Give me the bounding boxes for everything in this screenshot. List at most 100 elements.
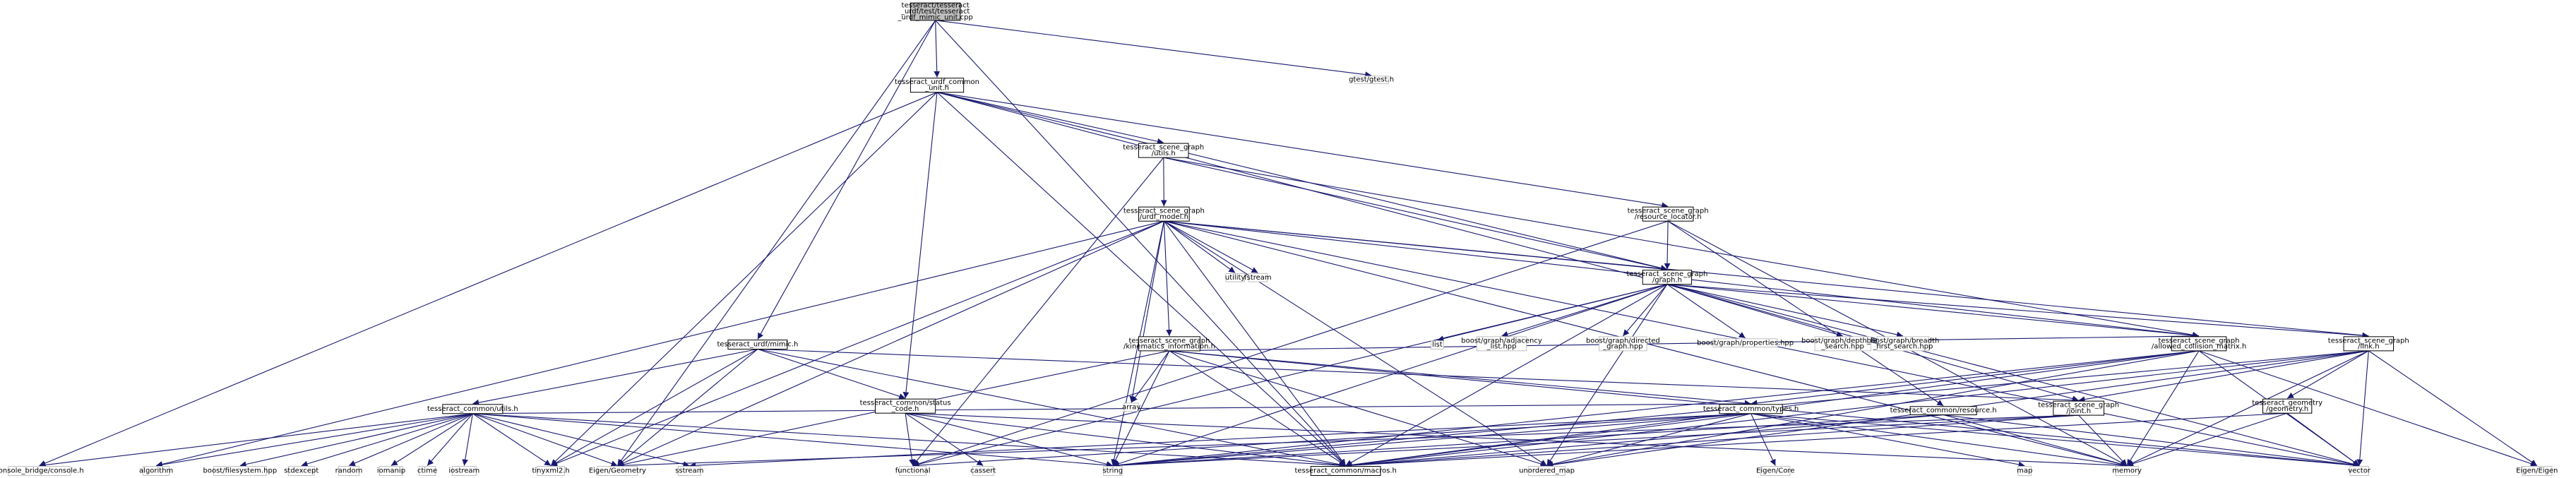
node-bg-properties: boost/graph/properties.hpp	[1697, 338, 1794, 348]
edge-common_utils-to-algorithm	[156, 413, 473, 468]
node-label: random	[335, 467, 363, 475]
node-sg-urdf-model[interactable]: tesseract_scene_graph/urdf_model.h	[1123, 206, 1205, 222]
node-box	[972, 466, 994, 476]
node-label: array	[1122, 404, 1140, 412]
node-box	[1225, 273, 1245, 282]
node-box	[1712, 338, 1778, 348]
node-label: tesseract_scene_graph	[1123, 144, 1204, 152]
node-box	[418, 466, 436, 476]
node-ctime: ctime	[417, 466, 437, 476]
node-common-resource[interactable]: tesseract_common/resource.h	[1890, 406, 1997, 416]
node-box	[1103, 466, 1123, 476]
node-label: /joint.h	[2066, 407, 2091, 415]
node-label: ctime	[417, 467, 437, 475]
edge-common_unit-to-common_macros	[936, 92, 1347, 466]
edge-common_utils-to-string	[472, 413, 1113, 469]
node-gtest: gtest/gtest.h	[1349, 76, 1394, 84]
edge-sg_graph-to-bg_properties	[1666, 284, 1746, 339]
node-box	[1431, 340, 1444, 350]
node-box	[727, 340, 788, 350]
edge-common_utils-to-ctime	[427, 413, 473, 466]
node-label: tinyxml2.h	[532, 467, 569, 475]
node-label: tesseract/tesseract	[902, 2, 970, 10]
node-sg-joint[interactable]: tesseract_scene_graph/joint.h	[2038, 400, 2119, 416]
edge-root-to-eigen_geometry	[616, 20, 936, 466]
node-common-unit[interactable]: tesseract_urdf_common_unit.h	[895, 78, 979, 93]
node-box	[213, 466, 267, 476]
node-sg-utils[interactable]: tesseract_scene_graph/utils.h	[1123, 143, 1204, 158]
node-label: tesseract_common/resource.h	[1890, 407, 1997, 414]
node-label: unordered_map	[1519, 467, 1575, 475]
node-root[interactable]: tesseract/tesseract_urdf/test/tesseract_…	[897, 2, 972, 22]
node-common-types[interactable]: tesseract_common/types.h	[1703, 404, 1799, 414]
edge-sg_urdf_model-to-unordered_map	[1164, 220, 1547, 466]
node-label: /utils.h	[1152, 150, 1176, 157]
node-boost-fs: boost/filesystem.hpp	[203, 466, 277, 476]
edge-sg_graph-to-sg_acm	[1666, 284, 2200, 339]
node-label: utility	[1225, 274, 1246, 282]
node-label: tesseract_scene_graph	[1123, 208, 1205, 215]
edge-sg_resource_locator-to-functional	[912, 220, 1669, 467]
node-iomanip: iomanip	[377, 466, 405, 476]
node-label: boost/filesystem.hpp	[203, 467, 277, 475]
node-label: /allowed_collision_matrix.h	[2152, 343, 2246, 351]
node-label: /resource_locator.h	[1635, 213, 1702, 221]
edge-geom_geometry-to-memory	[2126, 412, 2288, 467]
node-label: sstream	[675, 467, 703, 475]
edge-common_utils-to-iomanip	[390, 413, 473, 466]
node-box	[1138, 143, 1189, 158]
node-box	[1642, 270, 1693, 285]
node-label: _unit.h	[924, 84, 949, 92]
node-label: iostream	[448, 467, 479, 475]
node-box	[874, 398, 936, 414]
node-urdf-mimic[interactable]: tesseract_urdf/mimic.h	[717, 340, 799, 350]
edge-common_status-to-common_macros	[905, 412, 1346, 468]
node-box	[2349, 466, 2369, 476]
node-label: tesseract_scene_graph	[1628, 208, 1709, 215]
node-sstream: sstream	[675, 466, 703, 476]
edge-sg_utils-to-sg_graph	[1163, 157, 1668, 272]
node-sg-kin-info[interactable]: tesseract_scene_graph/kinematics_informa…	[1123, 336, 1215, 352]
node-box	[1814, 336, 1871, 352]
node-label: _graph.hpp	[1602, 343, 1642, 351]
node-box	[379, 466, 403, 476]
edge-sg_utils-to-sg_acm	[1163, 157, 2200, 338]
node-array: array	[1122, 402, 1140, 412]
node-sg-link[interactable]: tesseract_scene_graph/link.h	[2328, 336, 2409, 352]
node-label: tesseract_common/macros.h	[1294, 467, 1396, 475]
node-box	[1528, 466, 1566, 476]
node-console-bridge: console_bridge/console.h	[0, 466, 84, 476]
edge-root-to-common_macros	[935, 20, 1347, 466]
node-geom-geometry[interactable]: tesseract_geometry/geometry.h	[2252, 398, 2322, 414]
node-sg-resource-locator[interactable]: tesseract_scene_graph/resource_locator.h	[1628, 206, 1709, 222]
node-box	[677, 466, 701, 476]
edge-common_resource-to-string	[1112, 414, 1944, 469]
edge-sg_acm-to-common_types	[1751, 350, 2200, 407]
node-label: vector	[2348, 467, 2371, 475]
edge-urdf_mimic-to-common_utils	[472, 348, 758, 406]
node-label: Eigen/Core	[1756, 467, 1794, 475]
node-label: /kinematics_information.h	[1123, 343, 1215, 351]
edge-sg_graph-to-unordered_map	[1546, 284, 1668, 466]
node-label: /urdf_model.h	[1140, 213, 1188, 221]
edge-sg_link-to-memory	[2126, 350, 2369, 467]
node-label: boost/graph/depth_first	[1801, 337, 1884, 345]
edge-common_resource-to-vector	[1943, 414, 2360, 468]
node-common-status[interactable]: tesseract_common/status_code.h	[860, 398, 951, 414]
node-label: string	[1102, 467, 1123, 475]
node-sg-graph[interactable]: tesseract_scene_graph/graph.h	[1626, 270, 1707, 285]
node-common-utils[interactable]: tesseract_common/utils.h	[427, 404, 518, 414]
node-sg-acm[interactable]: tesseract_scene_graph/allowed_collision_…	[2152, 336, 2246, 352]
edge-sg_acm-to-eigen_eigen	[2198, 350, 2537, 467]
edge-sg_graph-to-string	[1112, 284, 1668, 467]
edge-sg_urdf_model-to-utility	[1164, 220, 1236, 273]
node-label: tesseract_common/status	[860, 400, 951, 407]
node-eigen-eigen: Eigen/Eigen	[2516, 466, 2558, 476]
node-box	[537, 466, 566, 476]
node-box	[143, 466, 170, 476]
node-common-macros[interactable]: tesseract_common/macros.h	[1294, 466, 1397, 476]
edge-sg_kin_info-to-array	[1131, 350, 1170, 403]
node-algorithm: algorithm	[139, 466, 173, 476]
node-unordered-map: unordered_map	[1519, 466, 1575, 476]
node-label: /graph.h	[1652, 276, 1682, 284]
